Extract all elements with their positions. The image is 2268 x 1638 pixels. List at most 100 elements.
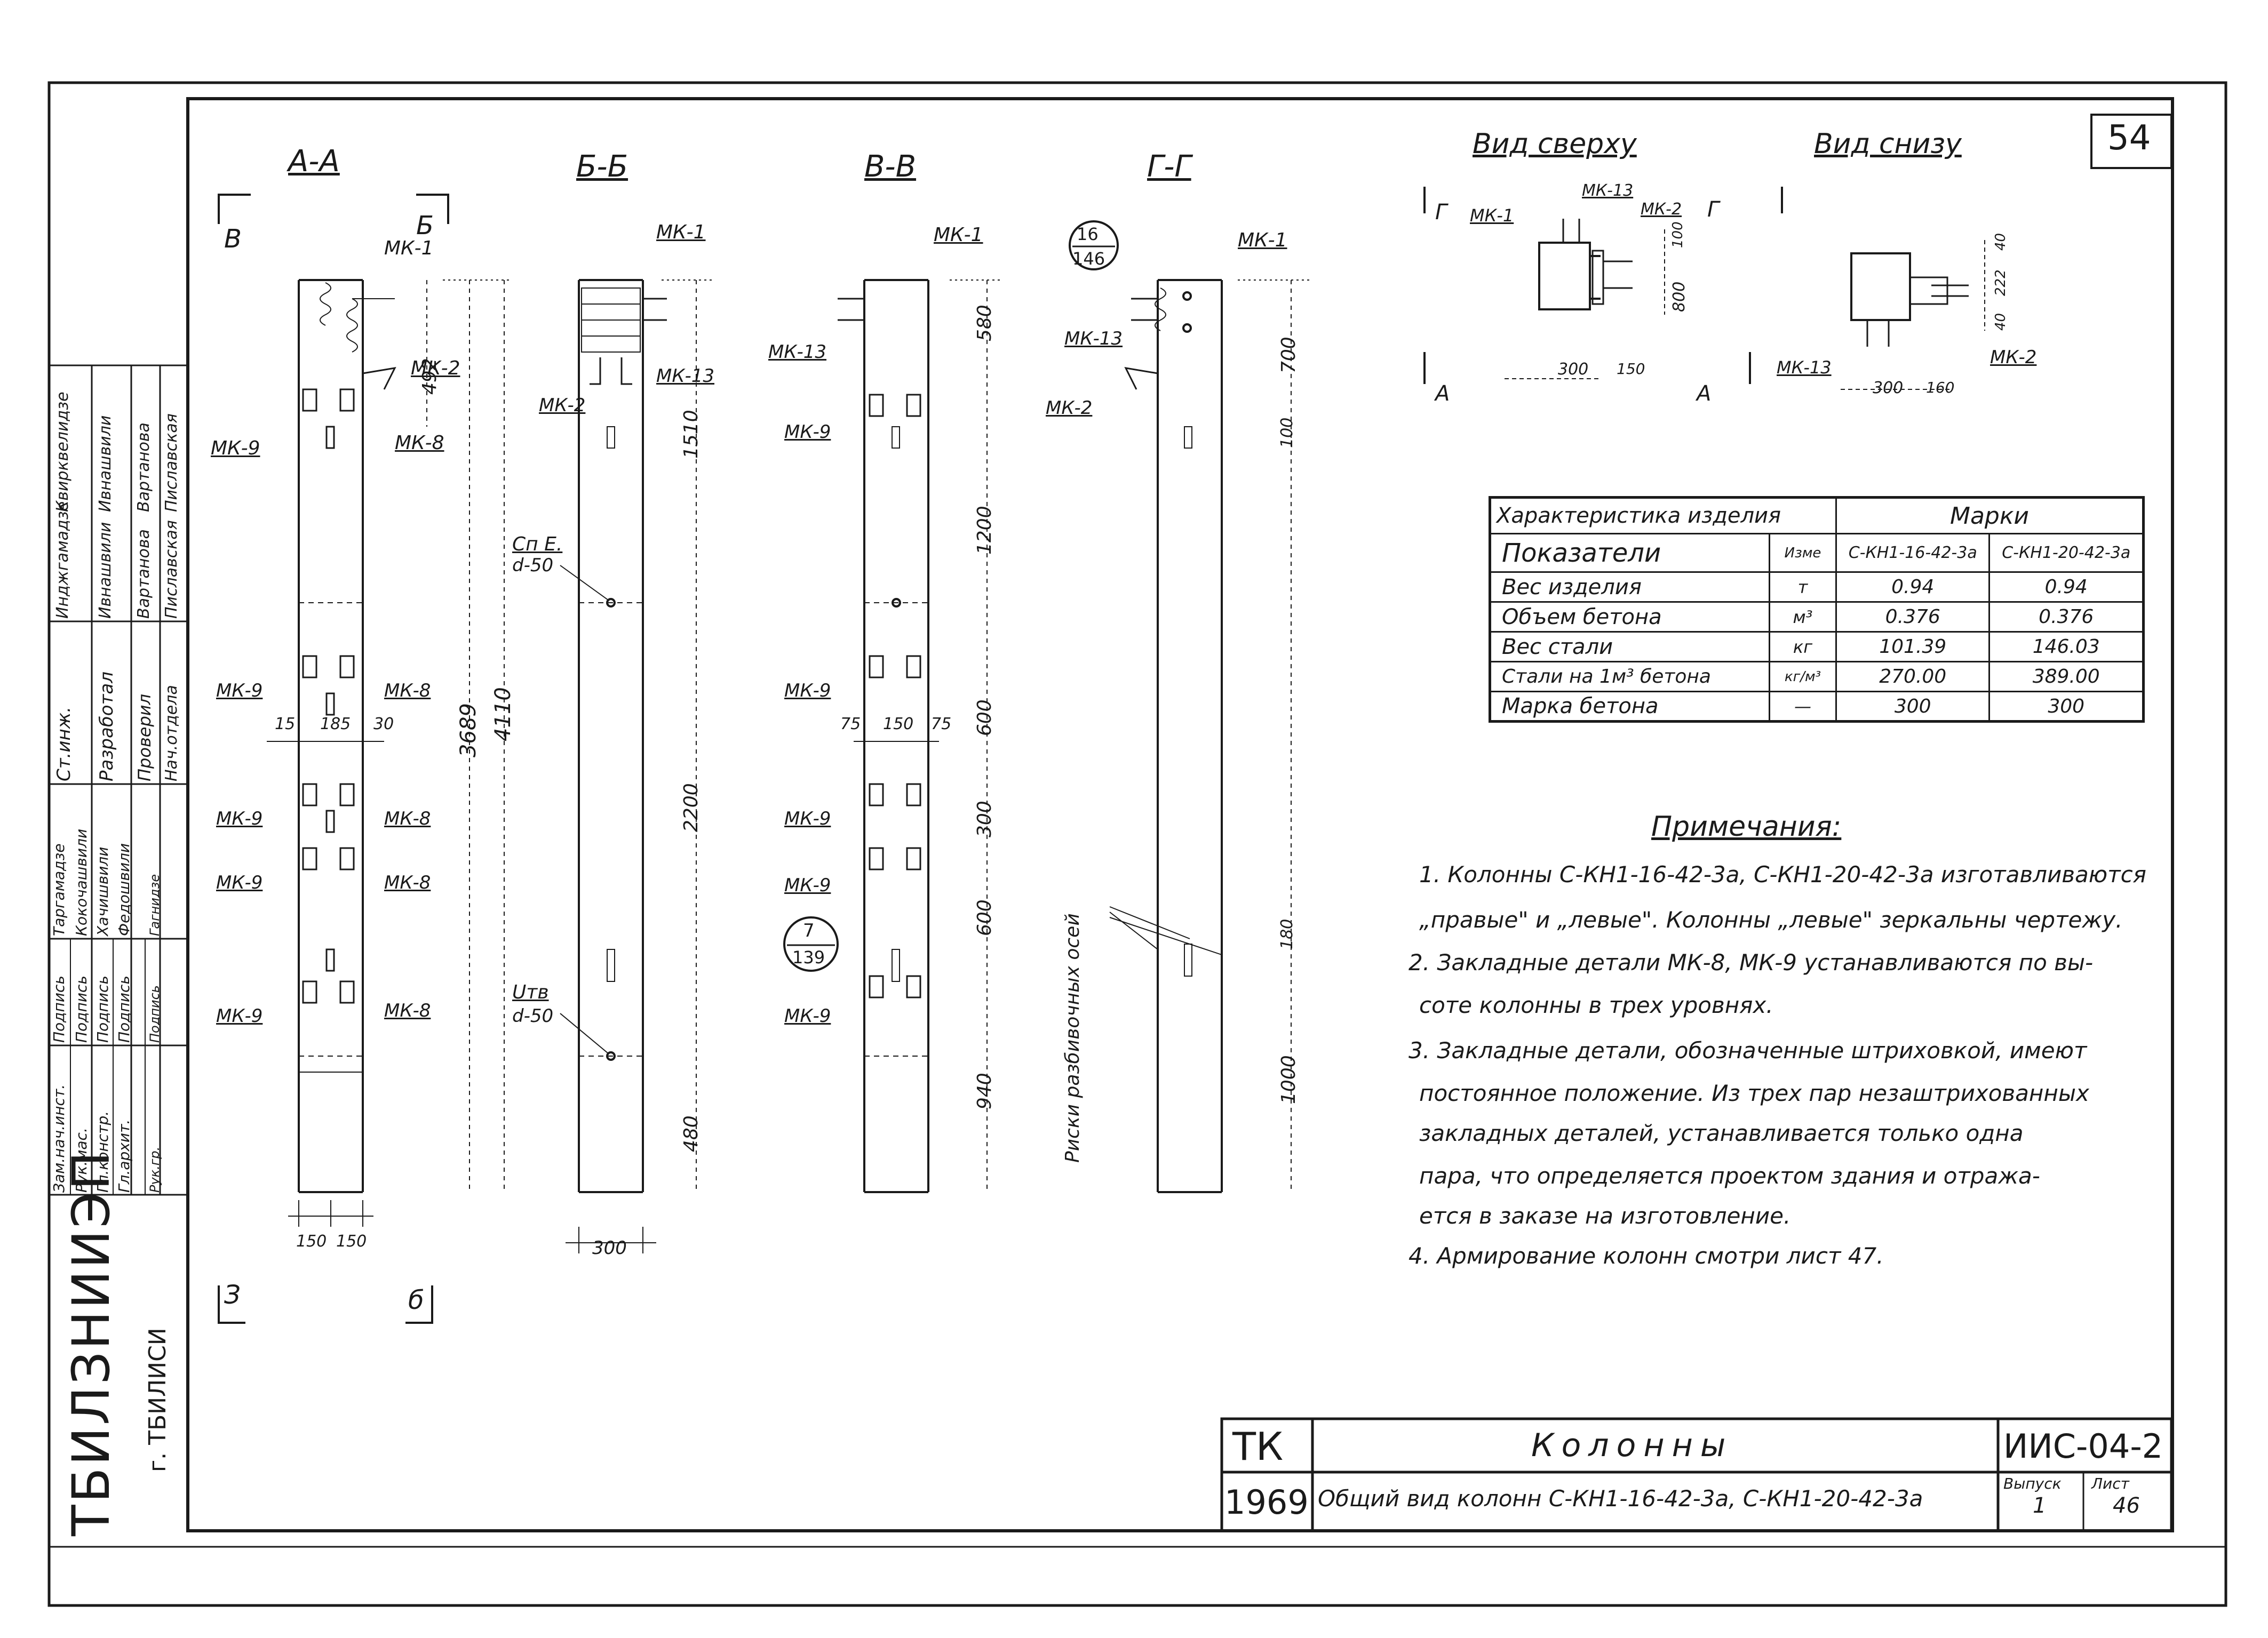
section-title-b-b: Б-Б xyxy=(576,149,628,184)
row-name: Вес изделия xyxy=(1489,571,1770,603)
dim-480: 480 xyxy=(680,1115,702,1152)
cut-mark-b: Б xyxy=(416,211,434,241)
dim-600-b: 600 xyxy=(974,899,996,936)
row-unit: т xyxy=(1769,571,1837,603)
sidebar-name2: Пиславская xyxy=(162,520,181,619)
sidebar-stamp xyxy=(49,364,188,1196)
sidebar-role2: Разработал xyxy=(96,672,117,781)
label-mk9-v4: МК-9 xyxy=(784,875,831,896)
label-tube-a: Uтв xyxy=(512,981,549,1003)
column-v-v xyxy=(838,279,929,1193)
table-col-unit: Изме xyxy=(1769,533,1837,573)
dim-75-b: 75 xyxy=(931,715,952,733)
table-col-indicator: Показатели xyxy=(1489,533,1770,573)
notes-title: Примечания: xyxy=(1651,811,1842,843)
cut-mark-b-bottom: б xyxy=(408,1285,424,1315)
table-mark2: С-КН1-20-42-3а xyxy=(1988,533,2144,573)
sidebar-city: г. ТБИЛИСИ xyxy=(144,1328,171,1472)
label-mk9-v3: МК-9 xyxy=(784,808,831,829)
sidebar-role: Гл.констр. xyxy=(94,1110,112,1193)
bv-dim-222: 222 xyxy=(1993,269,2009,296)
note-line: 2. Закладные детали МК-8, МК-9 устанавли… xyxy=(1408,949,2094,976)
dim-1000: 1000 xyxy=(1278,1055,1300,1104)
dim-4110: 4110 xyxy=(491,687,515,741)
label-risks: Риски разбивочных осей xyxy=(1062,913,1084,1163)
note-line: закладных деталей, устанавливается тольк… xyxy=(1419,1120,2024,1146)
inner-frame xyxy=(186,97,2174,1532)
row-unit: кг/м³ xyxy=(1769,661,1837,692)
sidebar-role: Зам.нач.инст. xyxy=(50,1084,68,1193)
title-year: 1969 xyxy=(1224,1483,1309,1522)
row-unit: — xyxy=(1769,691,1837,722)
note-line: 3. Закладные детали, обозначенные штрихо… xyxy=(1408,1037,2087,1064)
section-marks xyxy=(218,187,1783,1324)
callout2-bottom: 139 xyxy=(792,947,825,968)
title-code-tk: ТК xyxy=(1232,1424,1284,1469)
sidebar-role2: Нач.отдела xyxy=(162,685,181,781)
label-mk1-g: МК-1 xyxy=(1238,229,1287,251)
label-mk13-v: МК-13 xyxy=(768,341,827,363)
row-value-1: 300 xyxy=(1835,691,1991,722)
sidebar-name3: Ивнашвили xyxy=(96,415,115,512)
section-title-v-v: В-В xyxy=(864,149,917,184)
sidebar-sign: Подпись xyxy=(73,976,90,1043)
dim-3689: 3689 xyxy=(456,703,481,757)
dim-700: 700 xyxy=(1278,337,1300,373)
column-g-g xyxy=(1109,279,1223,1193)
sidebar-name2: Вартанова xyxy=(134,529,153,619)
sidebar-sign: Подпись xyxy=(50,976,68,1043)
label-mk1-a: МК-1 xyxy=(384,237,434,259)
label-mk9-v2: МК-9 xyxy=(784,680,831,701)
title-issue-label: Выпуск xyxy=(2003,1475,2062,1492)
characteristics-table: Характеристика изделия Марки Показатели … xyxy=(1489,496,2145,723)
bv-dim-40b: 40 xyxy=(1993,313,2009,331)
label-mk8-a5: МК-8 xyxy=(384,1000,431,1021)
dim-185: 185 xyxy=(320,715,351,733)
callout1-top: 16 xyxy=(1077,224,1099,244)
bv-label-mk13: МК-13 xyxy=(1777,357,1832,378)
tv-label-mk1: МК-1 xyxy=(1470,205,1514,226)
tv-cut-g-left: Г xyxy=(1435,200,1447,225)
column-b-b xyxy=(560,279,667,1193)
note-line: „правые" и „левые". Колонны „левые" зерк… xyxy=(1419,907,2123,933)
note-line: 4. Армирование колонн смотри лист 47. xyxy=(1408,1243,1884,1269)
sidebar-role2: Ст.инж. xyxy=(53,706,75,781)
cut-mark-3: З xyxy=(224,1280,241,1310)
dim-150-c: 150 xyxy=(883,715,914,733)
tv-label-mk2: МК-2 xyxy=(1641,200,1682,219)
title-series: ИИС-04-2 xyxy=(2003,1427,2163,1466)
label-mk9-a3: МК-9 xyxy=(216,808,263,829)
sidebar-name3: Вартанова xyxy=(134,422,153,512)
sidebar-sign: Подпись xyxy=(115,976,133,1043)
title-block-frame xyxy=(1220,1417,2173,1532)
sidebar-name2: Инджгамадзе xyxy=(53,501,72,619)
bv-dim-300: 300 xyxy=(1873,379,1904,397)
dim-300-c: 300 xyxy=(974,801,996,837)
tv-cut-a-left: А xyxy=(1435,381,1450,406)
dim-2200: 2200 xyxy=(680,783,702,832)
outer-frame xyxy=(47,81,2227,1607)
label-mk2-g: МК-2 xyxy=(1046,397,1093,419)
dim-180: 180 xyxy=(1278,918,1296,949)
title-sheet: 46 xyxy=(2113,1493,2140,1518)
label-sp-b-a: Сп Е. xyxy=(512,533,563,555)
sidebar-name2: Ивнашвили xyxy=(96,522,115,619)
bottom-view-title: Вид снизу xyxy=(1814,128,1962,160)
table-marks: Марки xyxy=(1835,497,2144,534)
label-sp-b-b: d-50 xyxy=(512,555,554,576)
row-value-2: 0.94 xyxy=(1988,571,2144,603)
title-issue: 1 xyxy=(2033,1493,2047,1518)
title-name: Колонны xyxy=(1531,1427,1733,1464)
row-value-2: 0.376 xyxy=(1988,601,2144,633)
row-name: Вес стали xyxy=(1489,631,1770,662)
tv-cut-a-right: А xyxy=(1697,381,1712,406)
label-mk13-g: МК-13 xyxy=(1064,328,1123,349)
sidebar-name: Гагнидзе xyxy=(147,874,162,936)
sidebar-sign: Подпись xyxy=(147,985,162,1043)
dim-600-a: 600 xyxy=(974,699,996,736)
label-mk1-v: МК-1 xyxy=(934,224,983,246)
label-mk9-v1: МК-9 xyxy=(784,421,831,443)
callout2-top: 7 xyxy=(803,920,815,941)
note-line: пара, что определяется проектом здания и… xyxy=(1419,1163,2040,1189)
callout1-bottom: 146 xyxy=(1072,249,1105,269)
